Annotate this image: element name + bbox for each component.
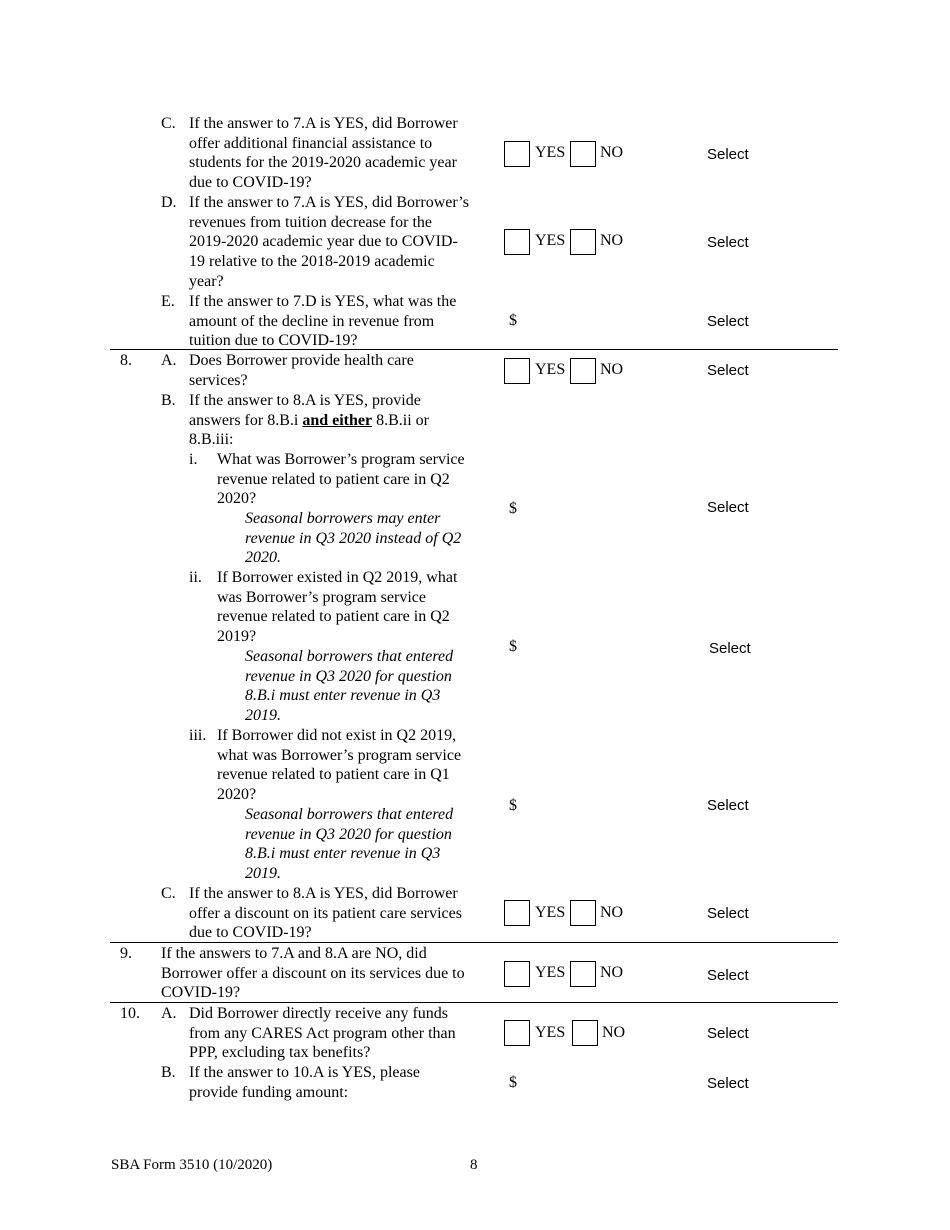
q9-text: If the answers to 7.A and 8.A are NO, di… [161, 945, 465, 1002]
q9-number: 9. [120, 945, 132, 962]
q10a-yes-label: YES [535, 1024, 566, 1041]
q10b-amount-field[interactable]: $ [509, 1074, 517, 1091]
divider-8-9 [110, 942, 838, 943]
q7d-letter: D. [161, 194, 177, 211]
q8biii-amount-field[interactable]: $ [509, 797, 517, 814]
q8c-text: If the answer to 8.A is YES, did Borrowe… [189, 885, 462, 942]
q7c-text: If the answer to 7.A is YES, did Borrowe… [189, 115, 458, 192]
divider-7-8 [110, 349, 838, 350]
q9-no-label: NO [600, 964, 624, 981]
q8biii-roman: iii. [189, 727, 207, 744]
q7c-letter: C. [161, 115, 176, 132]
q7d-yes-checkbox[interactable] [504, 229, 530, 255]
q8a-no-checkbox[interactable] [570, 358, 596, 384]
q7e-amount-field[interactable]: $ [509, 312, 517, 329]
q7c-no-label: NO [600, 144, 624, 161]
q7d-yes-label: YES [535, 232, 566, 249]
q9-yes-label: YES [535, 964, 566, 981]
q7c-yes-label: YES [535, 144, 566, 161]
q8a-select-dropdown[interactable]: Select [707, 362, 749, 379]
q8bii-select-dropdown[interactable]: Select [709, 640, 751, 657]
q8bii-amount-field[interactable]: $ [509, 638, 517, 655]
q8biii-text: If Borrower did not exist in Q2 2019,wha… [217, 727, 462, 804]
q8-number: 8. [120, 352, 132, 369]
q8bi-roman: i. [189, 451, 198, 468]
q9-select-dropdown[interactable]: Select [707, 967, 749, 984]
q8c-yes-checkbox[interactable] [504, 900, 530, 926]
q7c-select-dropdown[interactable]: Select [707, 146, 749, 163]
q7e-select-dropdown[interactable]: Select [707, 313, 749, 330]
q8c-select-dropdown[interactable]: Select [707, 905, 749, 922]
q10a-select-dropdown[interactable]: Select [707, 1025, 749, 1042]
footer-form-id: SBA Form 3510 (10/2020) [111, 1157, 273, 1173]
q7d-no-checkbox[interactable] [570, 229, 596, 255]
q8c-letter: C. [161, 885, 176, 902]
q8c-no-label: NO [600, 904, 624, 921]
q10b-select-dropdown[interactable]: Select [707, 1075, 749, 1092]
q10a-no-label: NO [602, 1024, 626, 1041]
q10a-no-checkbox[interactable] [572, 1020, 598, 1046]
q8a-yes-label: YES [535, 361, 566, 378]
q7e-letter: E. [161, 293, 175, 310]
q8bi-amount-field[interactable]: $ [509, 500, 517, 517]
q8bi-select-dropdown[interactable]: Select [707, 499, 749, 516]
q8b-letter: B. [161, 392, 176, 409]
q8c-yes-label: YES [535, 904, 566, 921]
divider-9-10 [110, 1002, 838, 1003]
q9-no-checkbox[interactable] [570, 961, 596, 987]
q7e-text: If the answer to 7.D is YES, what was th… [189, 293, 457, 350]
q8a-no-label: NO [600, 361, 624, 378]
q8biii-select-dropdown[interactable]: Select [707, 797, 749, 814]
q7d-no-label: NO [600, 232, 624, 249]
q8b-text: If the answer to 8.A is YES, provide ans… [189, 392, 429, 449]
q7c-no-checkbox[interactable] [570, 141, 596, 167]
q7d-text: If the answer to 7.A is YES, did Borrowe… [189, 194, 469, 290]
q8a-letter: A. [161, 352, 177, 369]
q10a-yes-checkbox[interactable] [504, 1020, 530, 1046]
q9-yes-checkbox[interactable] [504, 961, 530, 987]
q10b-letter: B. [161, 1064, 176, 1081]
q8bii-roman: ii. [189, 569, 202, 586]
footer-page-number: 8 [470, 1157, 478, 1173]
q8c-no-checkbox[interactable] [570, 900, 596, 926]
q8a-yes-checkbox[interactable] [504, 358, 530, 384]
q10-number: 10. [120, 1005, 140, 1022]
q7d-select-dropdown[interactable]: Select [707, 234, 749, 251]
q10a-letter: A. [161, 1005, 177, 1022]
q7c-yes-checkbox[interactable] [504, 141, 530, 167]
